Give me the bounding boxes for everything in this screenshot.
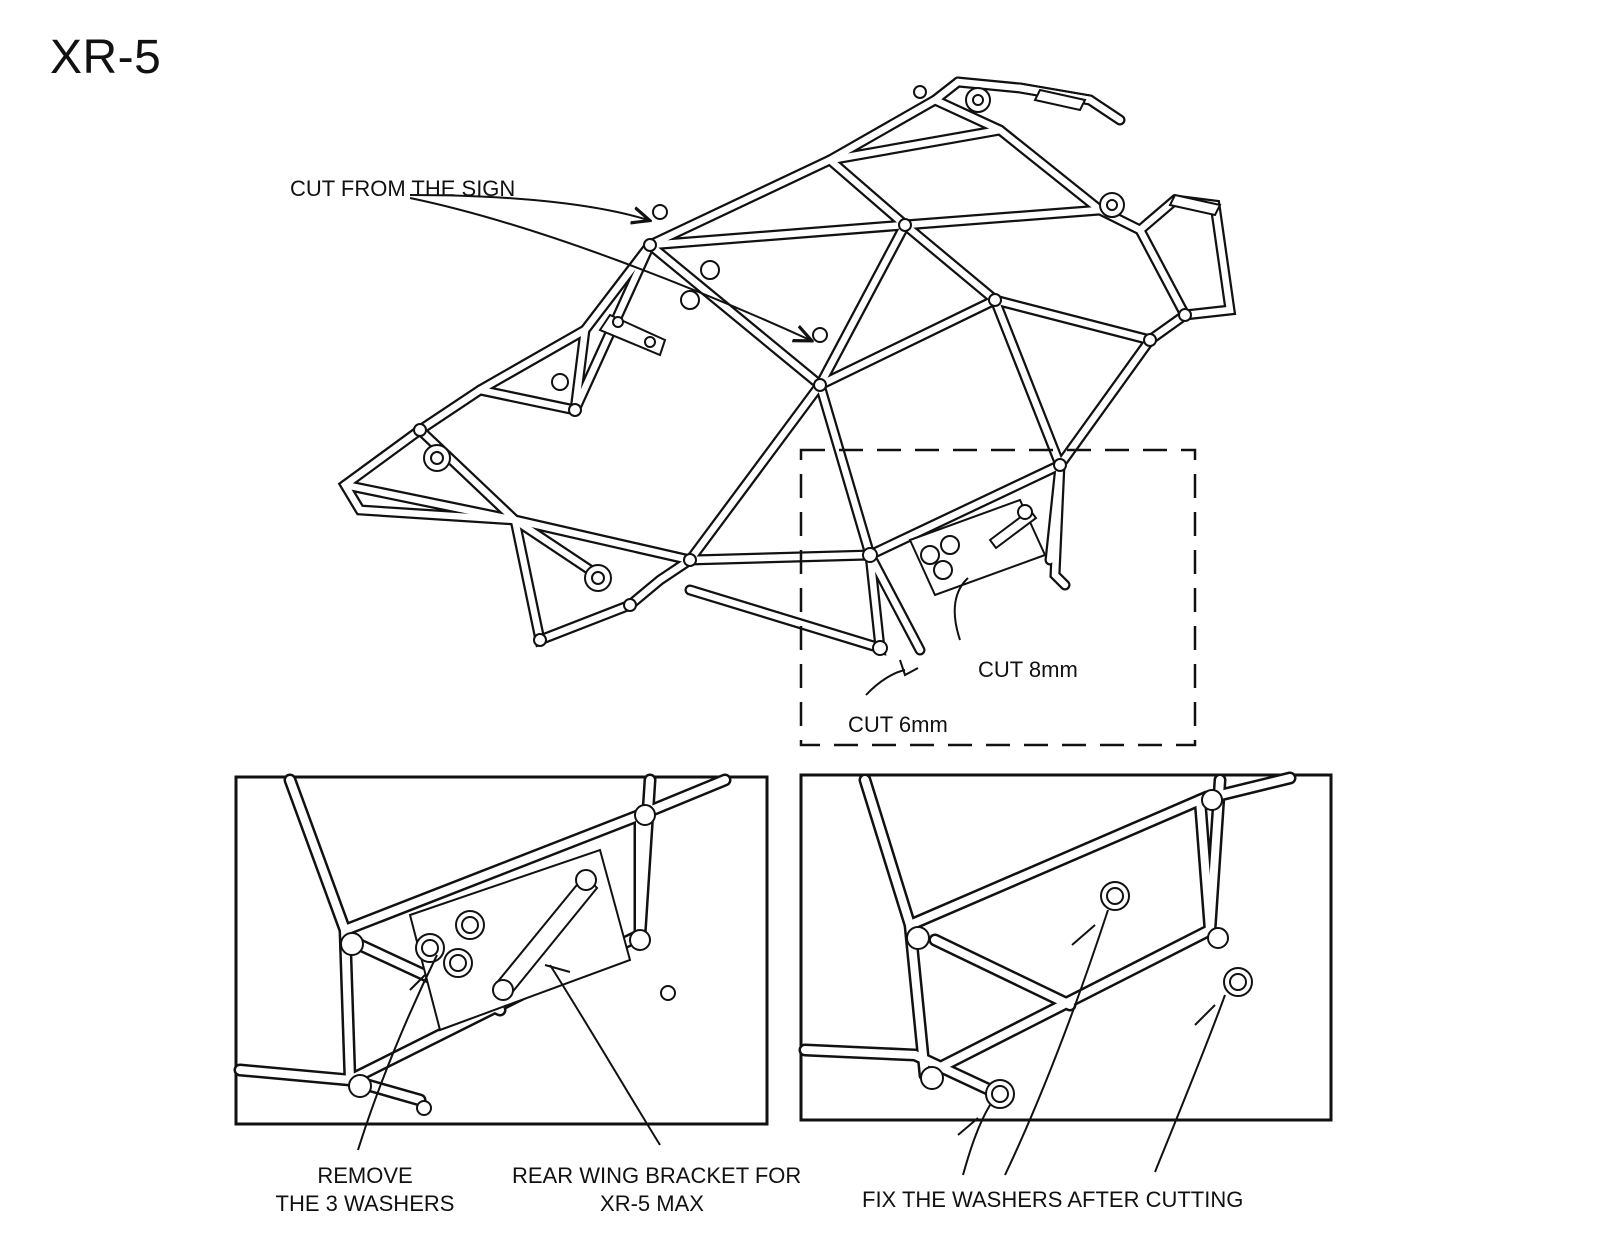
label-remove-line1: REMOVE	[317, 1163, 413, 1188]
roll-cage-frame	[337, 76, 1237, 656]
detail-panel-remove	[234, 775, 769, 1126]
detail-panel-fix	[799, 773, 1333, 1122]
detail-dashed-box	[799, 448, 1197, 747]
callout-leaders-right	[957, 909, 1226, 1176]
label-cut-8mm: CUT 8mm	[978, 657, 1078, 682]
detail-right-frame	[798, 771, 1297, 1109]
label-cut-from-sign: CUT FROM THE SIGN	[290, 176, 516, 201]
label-rear-wing-line2: XR-5 MAX	[600, 1191, 704, 1216]
label-remove-line2: THE 3 WASHERS	[275, 1191, 455, 1216]
label-rear-wing-bracket: REAR WING BRACKET FOR XR-5 MAX	[512, 1162, 802, 1218]
label-fix-washers: FIX THE WASHERS AFTER CUTTING	[862, 1187, 1244, 1212]
label-rear-wing-line1: REAR WING BRACKET FOR	[512, 1163, 802, 1188]
detail-left-frame	[233, 773, 732, 1116]
label-remove-washers: REMOVE THE 3 WASHERS	[270, 1162, 460, 1218]
page-title: XR-5	[50, 31, 162, 84]
label-cut-6mm: CUT 6mm	[848, 712, 948, 737]
callout-leaders-main	[409, 194, 969, 696]
callout-leaders-left	[357, 954, 661, 1151]
